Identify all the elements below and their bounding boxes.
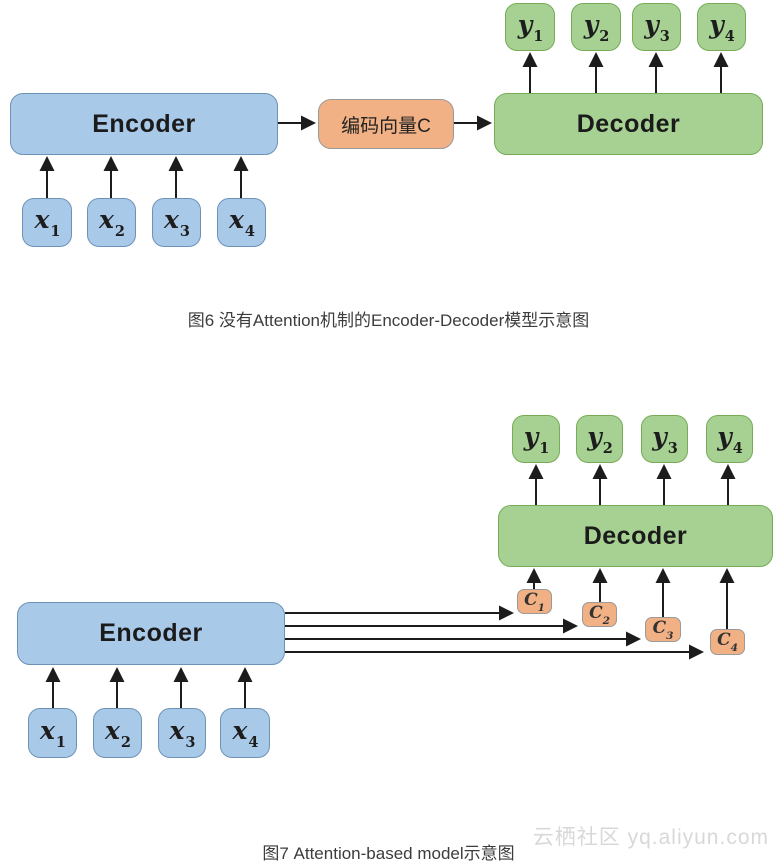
fig7-decoder-box: Decoder — [498, 505, 773, 567]
fig7-context-c1-label: C1 — [524, 589, 545, 614]
fig7-context-c2-box: C2 — [582, 602, 617, 627]
fig6-decoder-box: Decoder — [494, 93, 763, 155]
fig6-output-y1-label: y1 — [517, 9, 544, 45]
fig6-input-x2-box: x2 — [87, 198, 136, 247]
fig6-input-x4-box: x4 — [217, 198, 266, 247]
fig7-context-c3-box: C3 — [645, 617, 681, 642]
fig7-input-x4-label: x4 — [232, 715, 259, 751]
fig6-output-y3-label: y3 — [644, 9, 670, 45]
fig7-output-y4-box: y4 — [706, 415, 753, 463]
fig7-output-y1-box: y1 — [512, 415, 560, 463]
figure7-caption: 图7 Attention-based model示意图 — [262, 844, 515, 862]
fig7-input-x2-box: x2 — [93, 708, 142, 758]
fig7-input-x1-label: x1 — [40, 715, 66, 751]
fig7-context-c2-label: C2 — [589, 602, 610, 627]
fig6-output-y4-label: y4 — [709, 9, 735, 45]
fig6-output-y1-box: y1 — [505, 3, 555, 51]
fig6-context-vector-box: 编码向量C — [318, 99, 454, 149]
watermark-text: 云栖社区 yq.aliyun.com — [532, 826, 769, 849]
fig6-output-y2-label: y2 — [583, 9, 610, 45]
fig7-encoder-label: Encoder — [99, 619, 203, 647]
fig7-context-c4-box: C4 — [710, 629, 745, 655]
fig7-output-y2-label: y2 — [587, 421, 613, 457]
fig7-context-c1-box: C1 — [517, 589, 552, 614]
fig7-input-x2-label: x2 — [105, 715, 131, 751]
fig6-input-x3-box: x3 — [152, 198, 201, 247]
fig7-input-x3-label: x3 — [169, 715, 196, 751]
fig6-input-x1-label: x1 — [34, 205, 61, 241]
fig7-input-x3-box: x3 — [158, 708, 206, 758]
fig6-input-x1-box: x1 — [22, 198, 72, 247]
fig6-decoder-label: Decoder — [576, 109, 681, 138]
fig7-decoder-label: Decoder — [583, 521, 688, 550]
fig6-encoder-box: Encoder — [10, 93, 278, 155]
fig7-output-y4-label: y4 — [717, 421, 743, 457]
fig7-output-y1-label: y1 — [523, 421, 550, 457]
fig6-encoder-label: Encoder — [92, 109, 196, 138]
fig6-input-x4-label: x4 — [229, 205, 255, 241]
fig6-input-x3-label: x3 — [164, 205, 190, 241]
fig7-input-x1-box: x1 — [28, 708, 77, 758]
fig7-input-x4-box: x4 — [220, 708, 270, 758]
figure6-caption: 图6 没有Attention机制的Encoder-Decoder模型示意图 — [187, 311, 590, 330]
fig6-input-x2-label: x2 — [99, 205, 125, 241]
fig6-output-y2-box: y2 — [571, 3, 621, 51]
fig6-output-y3-box: y3 — [632, 3, 681, 51]
fig7-output-y2-box: y2 — [576, 415, 623, 463]
fig7-context-c3-label: C3 — [652, 617, 674, 642]
fig7-output-y3-box: y3 — [641, 415, 688, 463]
fig7-output-y3-label: y3 — [652, 421, 678, 457]
fig7-context-c4-label: C4 — [717, 630, 738, 655]
fig6-output-y4-box: y4 — [697, 3, 746, 51]
fig7-encoder-box: Encoder — [17, 602, 285, 665]
fig6-context-vector-label: 编码向量C — [341, 115, 431, 137]
